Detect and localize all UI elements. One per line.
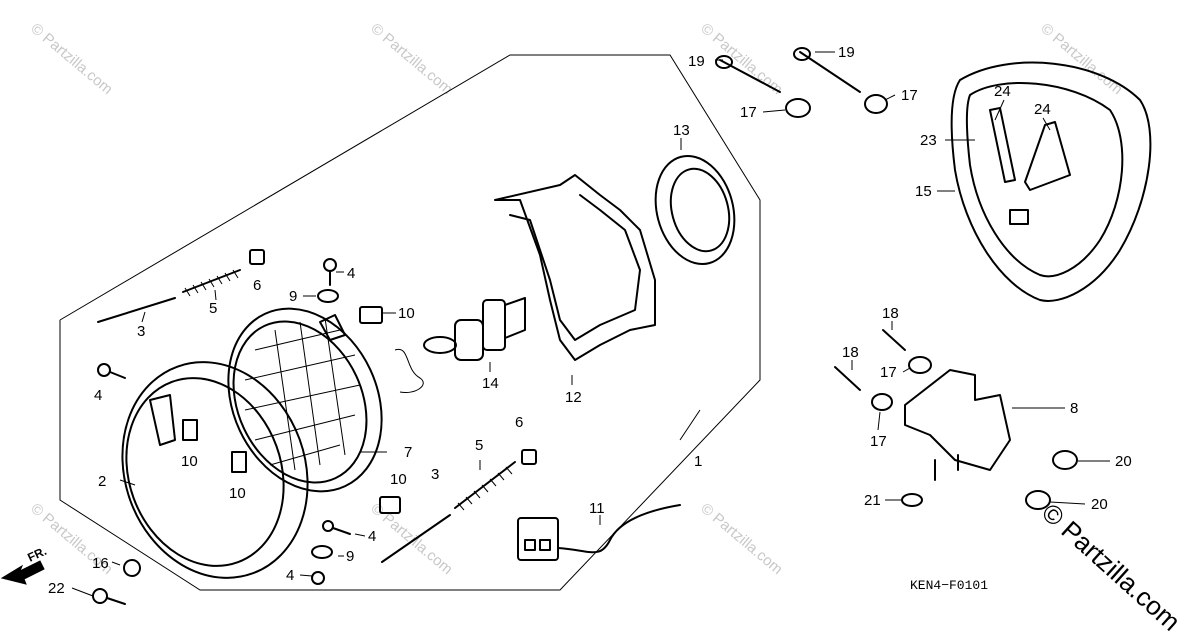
callout-10: 10 xyxy=(398,305,415,322)
callout-22: 22 xyxy=(48,580,65,597)
socket-cover xyxy=(654,154,736,266)
callout-6: 6 xyxy=(515,414,523,431)
callout-16: 16 xyxy=(92,555,109,572)
callout-6: 6 xyxy=(253,277,261,294)
callout-4: 4 xyxy=(286,567,294,584)
callout-18: 18 xyxy=(842,344,859,361)
callout-labels: 1 2 3 3 4 4 4 4 5 5 6 6 7 8 9 9 10 10 10… xyxy=(48,44,1132,597)
front-direction-arrow: FR. xyxy=(0,544,49,585)
callout-2: 2 xyxy=(98,473,106,490)
callout-10: 10 xyxy=(390,471,407,488)
watermark-layer: © Partzilla.com © Partzilla.com © Partzi… xyxy=(27,20,1125,578)
callout-17: 17 xyxy=(901,87,918,104)
callout-13: 13 xyxy=(673,122,690,139)
callout-8: 8 xyxy=(1070,400,1078,417)
callout-4: 4 xyxy=(94,387,102,404)
callout-18: 18 xyxy=(882,305,899,322)
callout-10: 10 xyxy=(229,485,246,502)
callout-20: 20 xyxy=(1115,453,1132,470)
callout-17: 17 xyxy=(880,364,897,381)
callout-5: 5 xyxy=(475,437,483,454)
callout-20: 20 xyxy=(1091,496,1108,513)
callout-12: 12 xyxy=(565,389,582,406)
headlight-bracket xyxy=(494,174,656,361)
callout-24: 24 xyxy=(994,83,1011,100)
watermark-tile: © Partzilla.com xyxy=(697,20,785,98)
callout-14: 14 xyxy=(482,375,499,392)
watermark-tile: © Partzilla.com xyxy=(27,20,115,98)
callout-9: 9 xyxy=(346,548,354,565)
callout-4: 4 xyxy=(347,265,355,282)
callout-3: 3 xyxy=(431,466,439,483)
leader-lines xyxy=(71,51,1110,597)
callout-11: 11 xyxy=(589,500,605,517)
callout-3: 3 xyxy=(137,323,145,340)
small-fasteners xyxy=(92,258,401,605)
callout-21: 21 xyxy=(864,492,881,509)
callout-17: 17 xyxy=(740,104,757,121)
front-arrow-label: FR. xyxy=(25,544,48,565)
adjuster-screws xyxy=(97,249,537,563)
corner-watermark: © Partzilla.com xyxy=(1036,497,1186,634)
bulb xyxy=(394,297,526,394)
wiring-harness xyxy=(517,504,681,561)
callout-1: 1 xyxy=(694,453,702,470)
callout-17: 17 xyxy=(870,433,887,450)
assembly-outline xyxy=(59,54,761,591)
callout-15: 15 xyxy=(915,183,932,200)
callout-7: 7 xyxy=(404,444,412,461)
callout-5: 5 xyxy=(209,300,217,317)
headlight-case xyxy=(950,61,1152,302)
watermark-tile: © Partzilla.com xyxy=(367,20,455,98)
lens-unit xyxy=(227,307,383,493)
callout-19: 19 xyxy=(838,44,855,61)
callout-23: 23 xyxy=(920,132,937,149)
callout-19: 19 xyxy=(688,53,705,70)
rim-ring xyxy=(121,361,309,579)
mount-hardware xyxy=(715,47,1078,510)
callout-9: 9 xyxy=(289,288,297,305)
watermark-tile: © Partzilla.com xyxy=(697,500,785,578)
callout-24: 24 xyxy=(1034,101,1051,118)
callout-4: 4 xyxy=(368,528,376,545)
callout-10: 10 xyxy=(181,453,198,470)
diagram-code: KEN4−F0101 xyxy=(910,578,988,593)
